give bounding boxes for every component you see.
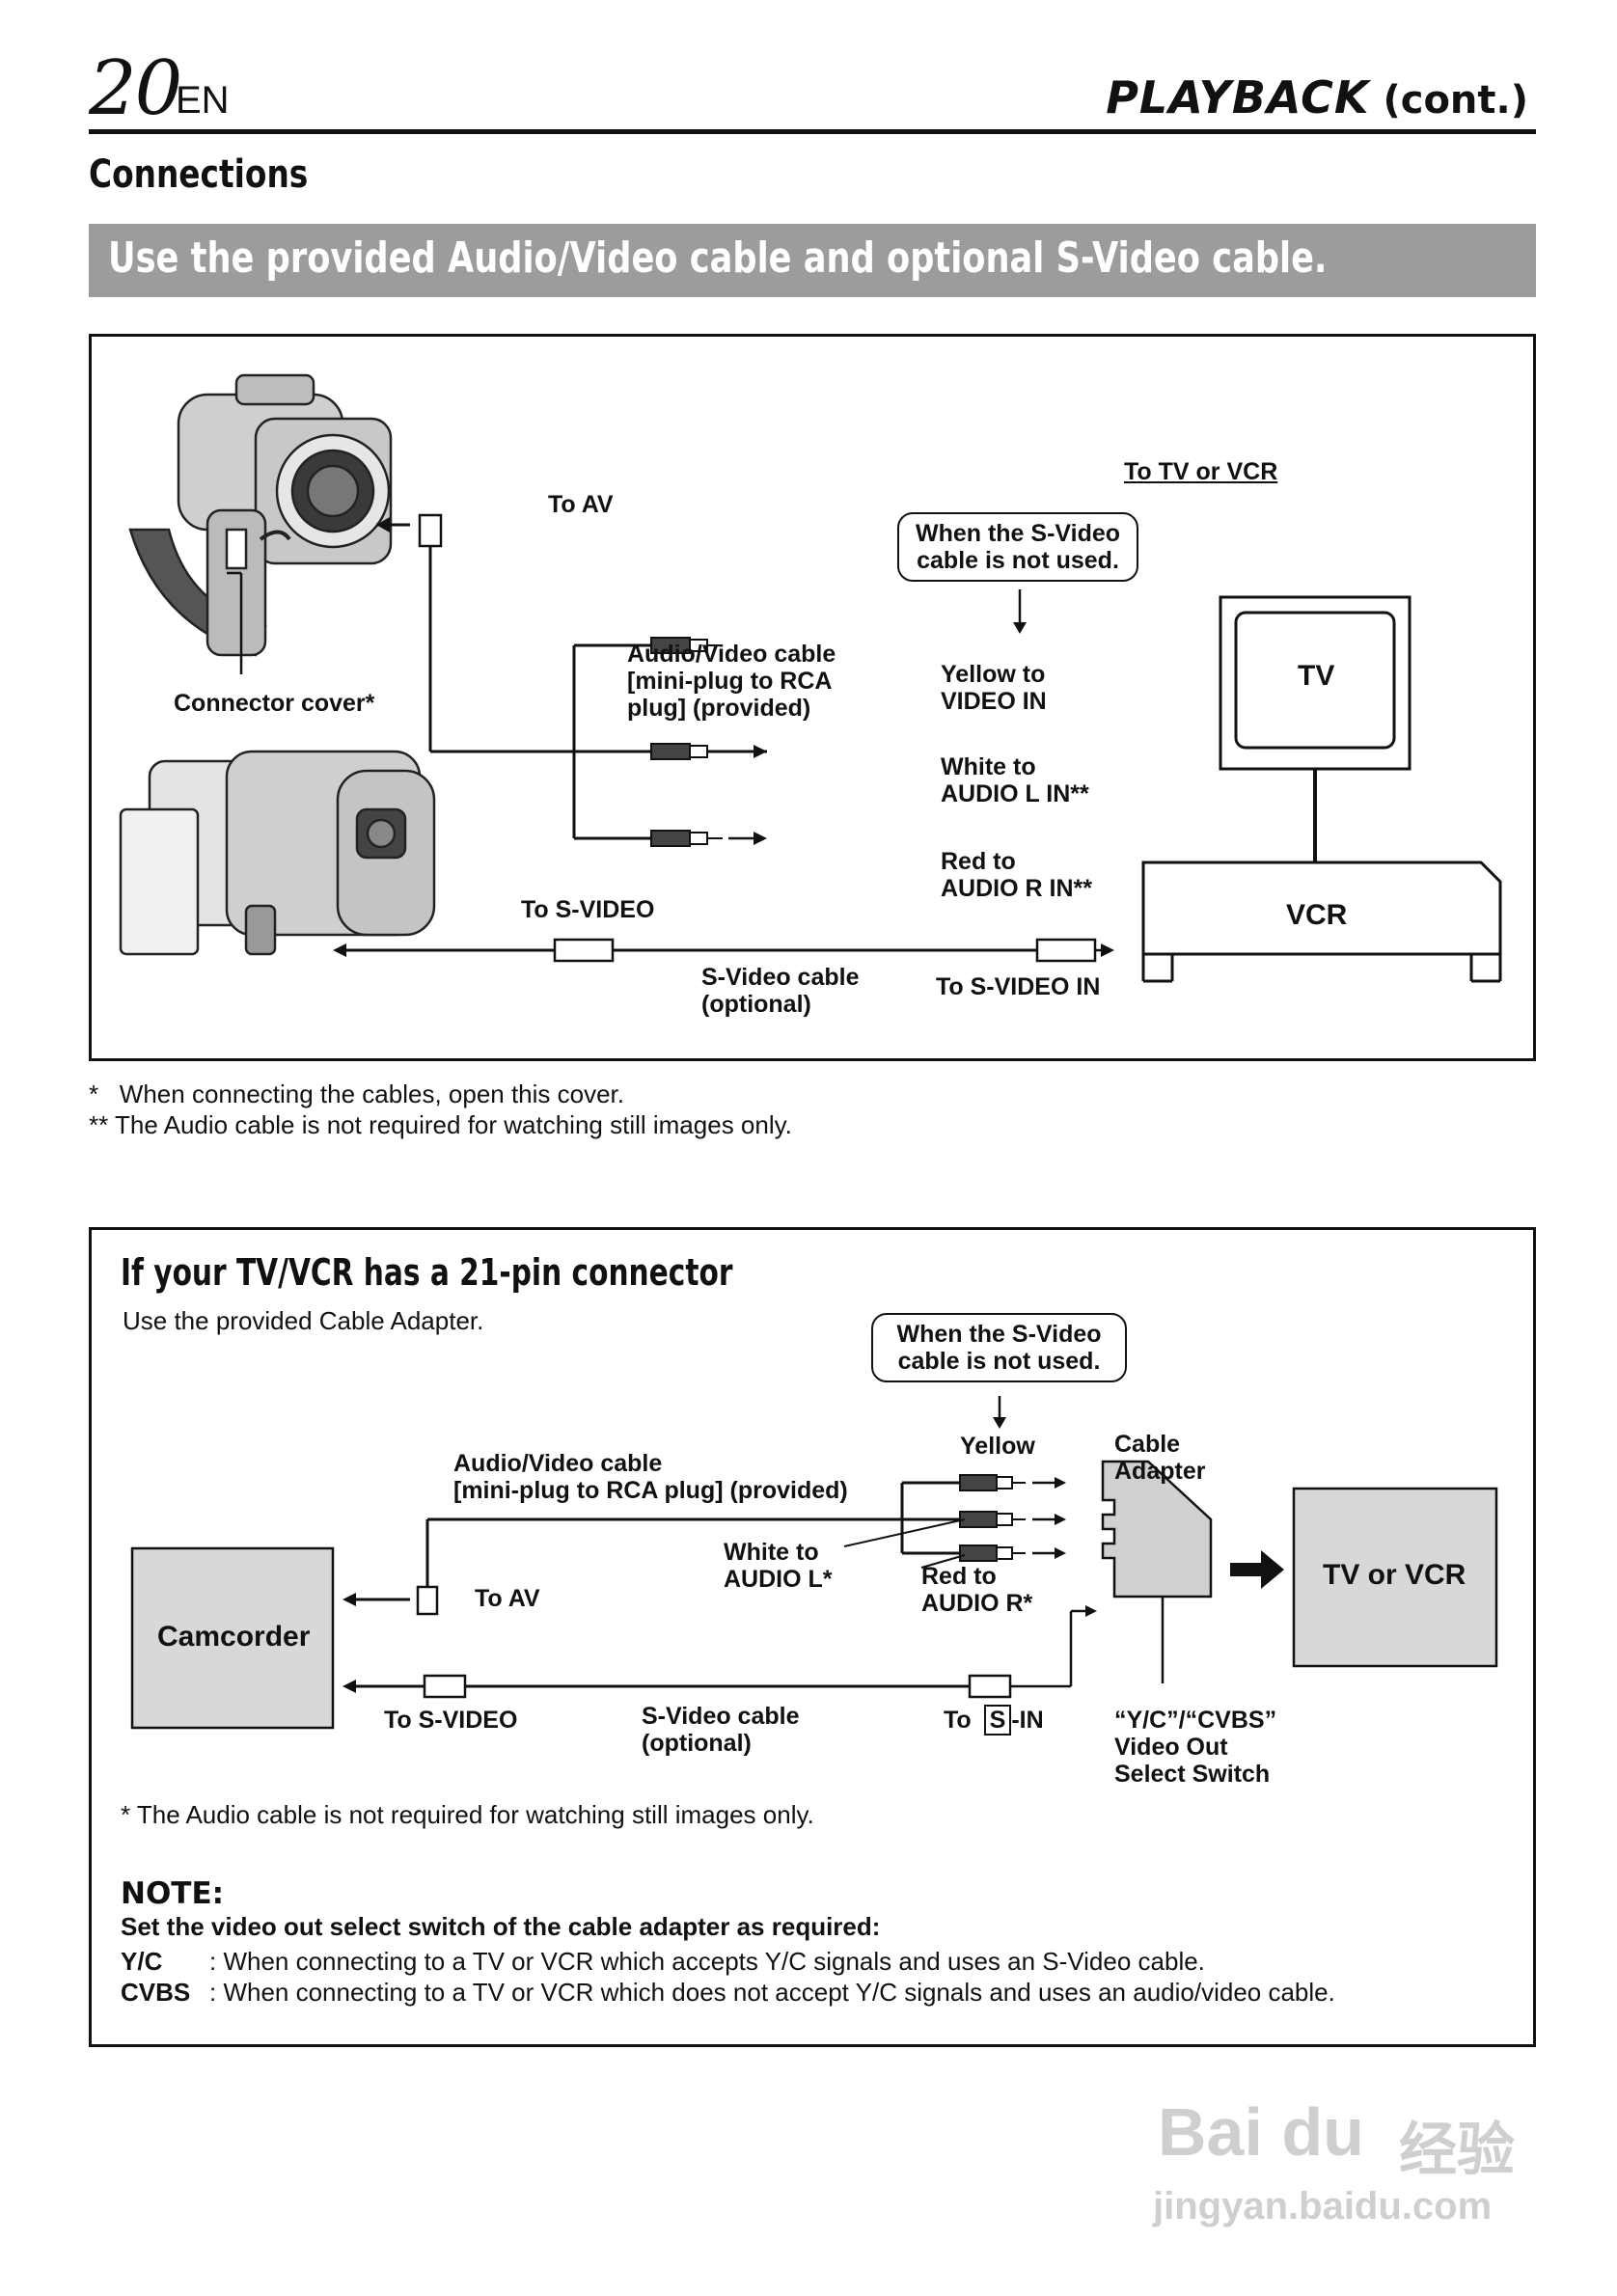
watermark-brand: Bai du — [1158, 2094, 1364, 2170]
callout-line-1: When the S-Video — [915, 520, 1121, 547]
footnote-1-mark: * — [89, 1080, 99, 1108]
banner-text: Use the provided Audio/Video cable and o… — [108, 233, 1328, 283]
pin21-to-svideo-label: To S-VIDEO — [384, 1707, 518, 1734]
section-suffix: (cont.) — [1383, 78, 1528, 123]
note-lead: Set the video out select switch of the c… — [121, 1912, 881, 1941]
watermark-url: jingyan.baidu.com — [1153, 2185, 1493, 2228]
to-svideo-in-label: To S-VIDEO IN — [936, 973, 1101, 1000]
pin21-section: If your TV/VCR has a 21-pin connector Us… — [89, 1227, 1536, 2047]
pin21-callout: When the S-Video cable is not used. — [871, 1313, 1127, 1382]
av-cable-line-3: plug] (provided) — [627, 695, 811, 722]
rca-plug-red — [650, 830, 723, 847]
pin21-red-line-1: Red to — [921, 1563, 997, 1590]
switch-line-1: “Y/C”/“CVBS” — [1114, 1707, 1277, 1734]
page-number: 20 — [89, 45, 182, 132]
note-item-yc-key: Y/C — [121, 1947, 163, 1976]
to-s-in-label: To S-IN — [944, 1705, 1044, 1736]
red-line-2: AUDIO R IN** — [941, 875, 1092, 902]
connector-cover-label: Connector cover* — [174, 690, 375, 717]
rca-plug-white — [650, 743, 723, 760]
camcorder-bottom-illustration — [119, 750, 436, 956]
header-rule — [89, 129, 1536, 134]
banner — [89, 224, 1536, 297]
pin21-svideo-cable-label: S-Video cable (optional) — [642, 1703, 800, 1757]
svideo-cable-line-1: S-Video cable — [701, 964, 860, 991]
pin21-svideo-cable-line-1: S-Video cable — [642, 1703, 800, 1730]
vcr-label: VCR — [1286, 899, 1348, 931]
cable-adapter-label: Cable Adapter — [1114, 1431, 1205, 1485]
to-s-in-prefix: To — [944, 1707, 972, 1734]
yellow-line-2: VIDEO IN — [941, 688, 1047, 715]
pin21-av-cable-label: Audio/Video cable [mini-plug to RCA plug… — [453, 1450, 848, 1504]
pin21-heading: If your TV/VCR has a 21-pin connector — [121, 1251, 733, 1294]
yellow-label: Yellow to VIDEO IN — [941, 661, 1047, 715]
callout-line-2: cable is not used. — [917, 547, 1119, 574]
footnote-1-text: When connecting the cables, open this co… — [119, 1080, 625, 1108]
footnote-1: * When connecting the cables, open this … — [89, 1079, 624, 1109]
pin21-yellow-label: Yellow — [960, 1433, 1035, 1460]
white-line-1: White to — [941, 753, 1036, 780]
page-language: EN — [176, 79, 230, 122]
pin21-subtext: Use the provided Cable Adapter. — [123, 1306, 484, 1335]
vcr-illustration — [1141, 861, 1502, 983]
pin21-red-label: Red to AUDIO R* — [921, 1563, 1032, 1617]
pin21-callout-line-2: cable is not used. — [897, 1348, 1101, 1375]
pin21-callout-line-1: When the S-Video — [896, 1321, 1102, 1348]
callout-svideo-not-used: When the S-Video cable is not used. — [897, 512, 1138, 582]
note-item-cvbs-key: CVBS — [121, 1978, 191, 2007]
to-tv-or-vcr-label: To TV or VCR — [1124, 458, 1278, 485]
cable-adapter-line-2: Adapter — [1114, 1458, 1206, 1485]
note-item-yc-text: : When connecting to a TV or VCR which a… — [209, 1947, 1205, 1976]
av-cable-label: Audio/Video cable [mini-plug to RCA plug… — [627, 641, 836, 722]
red-line-1: Red to — [941, 848, 1016, 875]
cable-adapter-line-1: Cable — [1114, 1431, 1181, 1458]
switch-line-3: Select Switch — [1114, 1761, 1271, 1788]
footnote-2-mark: ** — [89, 1110, 109, 1139]
yellow-line-1: Yellow to — [941, 661, 1046, 688]
select-switch-label: “Y/C”/“CVBS” Video Out Select Switch — [1114, 1707, 1276, 1788]
pin21-diagram-lines — [130, 1396, 1498, 1730]
tv-label: TV — [1298, 660, 1335, 692]
note-item-cvbs-text: : When connecting to a TV or VCR which d… — [209, 1978, 1335, 2007]
pin21-to-av-label: To AV — [475, 1585, 540, 1612]
connection-diagram: To TV or VCR To AV When the S-Video cabl… — [89, 334, 1536, 1061]
footnote-2: ** The Audio cable is not required for w… — [89, 1109, 792, 1140]
av-cable-line-1: Audio/Video cable — [627, 641, 836, 668]
note-item-yc: Y/C : When connecting to a TV or VCR whic… — [121, 1946, 1205, 1977]
tv-or-vcr-label: TV or VCR — [1323, 1559, 1466, 1591]
note-title: NOTE: — [121, 1876, 225, 1911]
pin21-av-cable-line-2: [mini-plug to RCA plug] (provided) — [453, 1477, 848, 1504]
to-svideo-label: To S-VIDEO — [521, 896, 655, 923]
section-title: PLAYBACK — [1106, 71, 1370, 123]
s-box-icon: S — [983, 1705, 1012, 1736]
pin21-white-line-1: White to — [724, 1539, 819, 1566]
pin21-footnote: * The Audio cable is not required for wa… — [121, 1800, 814, 1829]
switch-line-2: Video Out — [1114, 1734, 1228, 1761]
pin21-white-label: White to AUDIO L* — [724, 1539, 833, 1593]
red-label: Red to AUDIO R IN** — [941, 848, 1092, 902]
watermark-cn: 经验 — [1399, 2118, 1515, 2182]
rca-plug-yellow — [650, 637, 723, 654]
section-header: PLAYBACK (cont.) — [1106, 75, 1528, 123]
pin21-red-line-2: AUDIO R* — [921, 1590, 1033, 1617]
footnote-2-text: The Audio cable is not required for watc… — [115, 1110, 792, 1139]
white-line-2: AUDIO L IN** — [941, 780, 1089, 807]
page-title: Connections — [89, 152, 309, 197]
tv-illustration — [1219, 595, 1411, 771]
pin21-white-line-2: AUDIO L* — [724, 1566, 833, 1593]
to-av-label: To AV — [548, 491, 614, 518]
to-s-in-suffix: -IN — [1011, 1707, 1044, 1734]
pin21-svideo-cable-line-2: (optional) — [642, 1730, 752, 1757]
pin21-av-cable-line-1: Audio/Video cable — [453, 1450, 663, 1477]
svideo-cable-line-2: (optional) — [701, 991, 811, 1018]
camcorder-top-illustration — [128, 373, 393, 657]
diagram-lines — [119, 373, 1502, 983]
svideo-cable-label: S-Video cable (optional) — [701, 964, 860, 1018]
av-cable-line-2: [mini-plug to RCA — [627, 668, 833, 695]
note-item-cvbs: CVBS : When connecting to a TV or VCR whi… — [121, 1977, 1335, 2008]
camcorder-label: Camcorder — [157, 1621, 311, 1653]
white-label: White to AUDIO L IN** — [941, 753, 1089, 807]
